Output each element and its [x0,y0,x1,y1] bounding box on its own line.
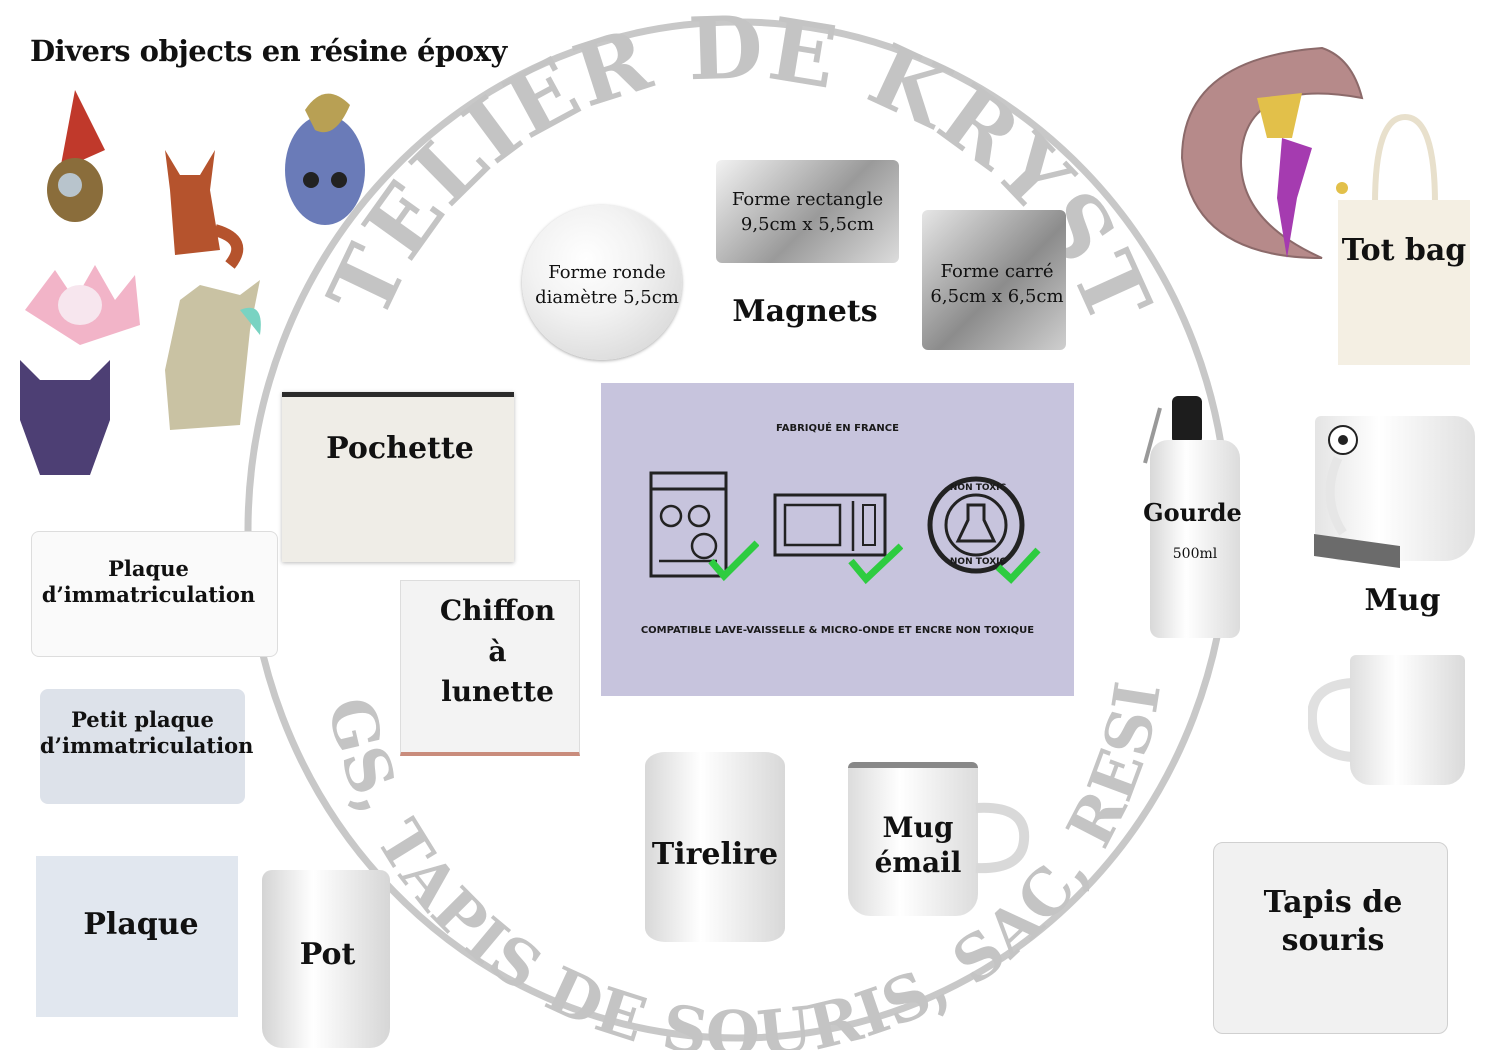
pot-label: Pot [299,937,356,972]
petit-plaque-image [40,689,245,804]
magnets-title: Magnets [732,294,878,329]
tirelire-label: Tirelire [651,837,779,872]
magnet-round-size: diamètre 5,5cm [535,287,679,309]
magnet-square-size: 6,5cm x 6,5cm [930,286,1064,308]
non-toxic-badge-bottom: NON TOXIC [949,557,1007,567]
mug2-handle [1308,678,1354,762]
magnet-round-label: Forme ronde diamètre 5,5cm [522,260,692,310]
dragon-figurine [165,280,261,430]
tirelire-image [645,752,785,942]
magnet-square [922,210,1066,350]
tapis-image [1213,842,1448,1034]
petit-plaque-l1: Petit plaque [71,707,214,732]
gnome-figurine [47,90,105,222]
page-title: Divers objects en résine époxy [30,34,507,68]
plaque-immatriculation-l1: Plaque [108,556,189,581]
cat-figurine [20,360,110,475]
tapis-label: Tapis de souris [1263,885,1403,958]
magnet-round [522,205,682,360]
compatibility-text: COMPATIBLE LAVE-VAISSELLE & MICRO-ONDE E… [640,625,1035,636]
fox-figurine [165,150,244,269]
dishwasher-icon [649,471,759,582]
microwave-icon [773,493,903,585]
mug-email-handle [975,802,1030,874]
mug-email-l1: Mug [882,811,954,844]
magnet-square-label: Forme carré 6,5cm x 6,5cm [922,259,1072,309]
magnet-square-shape: Forme carré [940,261,1054,282]
gourde-image [1150,440,1240,638]
pochette-image [282,392,514,562]
made-in-france-text: FABRIQUÉ EN FRANCE [776,423,899,434]
mug-email-image [848,762,978,916]
magnet-rect-label: Forme rectangle 9,5cm x 5,5cm [716,187,899,237]
pochette-label: Pochette [326,431,474,466]
chiffon-label-l2: à [488,634,507,668]
info-panel: FABRIQUÉ EN FRANCE NON TOXIC NON TOXIC C… [601,383,1074,696]
moon-fairy-image [1180,46,1364,259]
mug-email-label: Mug émail [858,810,978,880]
plaque-image [36,856,238,1017]
lotus-figurine [25,265,140,345]
check-icon [995,547,1041,584]
totbag-label: Tot bag [1341,233,1467,268]
gourde-cap [1143,396,1202,464]
resin-figurines [20,90,365,475]
check-icon [708,540,759,582]
magnet-rect-size: 9,5cm x 5,5cm [740,214,875,236]
mug-classic-image [1350,655,1465,785]
magnet-round-shape: Forme ronde [548,262,666,283]
plaque-immatriculation-image [31,531,278,657]
magnet-rect [716,160,899,263]
totbag-image [1338,200,1470,365]
totbag-handles [1372,113,1438,205]
non-toxic-badge-top: NON TOXIC [949,483,1007,493]
mug-label: Mug [1364,583,1441,618]
chiffon-label-l1: Chiffon [439,594,556,627]
chiffon-image [400,580,580,756]
plaque-immatriculation-label: Plaque d’immatriculation [31,556,266,609]
mug-email-l2: émail [874,846,962,879]
petit-plaque-label: Petit plaque d’immatriculation [40,707,254,760]
petit-plaque-l2: d’immatriculation [40,733,254,759]
pot-image [262,870,390,1048]
plaque-immatriculation-l2: d’immatriculation [41,582,256,608]
check-icon [848,543,903,585]
magnet-rect-shape: Forme rectangle [731,189,884,210]
plaque-label: Plaque [83,907,199,942]
chiffon-label: Chiffon à lunette [400,591,595,713]
non-toxic-icon [927,476,1041,584]
chiffon-label-l3: lunette [441,675,554,709]
gourde-size: 500ml [1172,546,1218,562]
skull-figurine [285,93,365,225]
mug-football-handle [1325,425,1358,536]
gourde-label: Gourde [1143,498,1242,527]
